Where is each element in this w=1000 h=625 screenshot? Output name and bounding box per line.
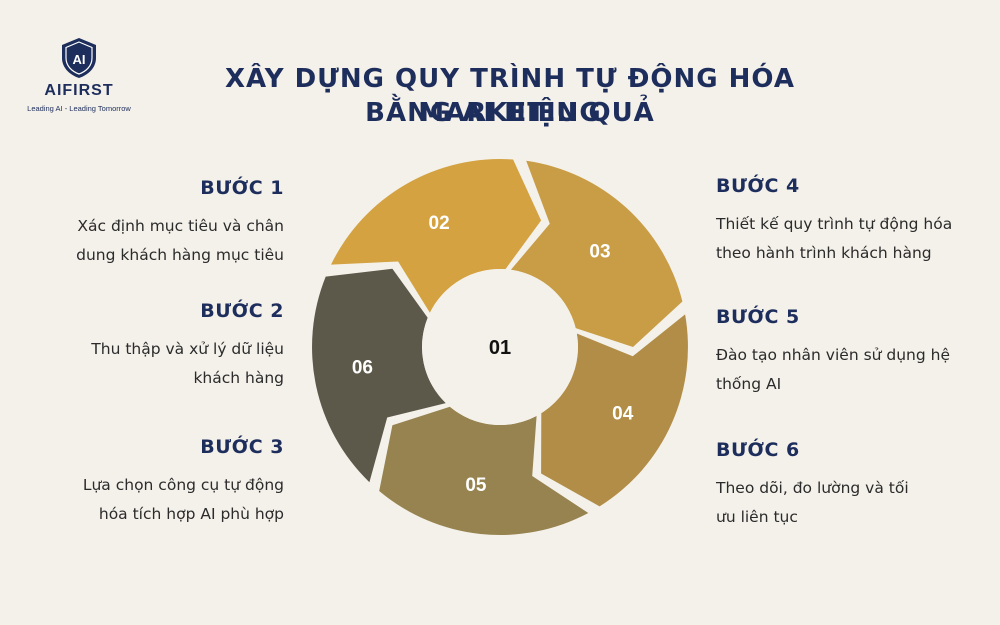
step-4: BƯỚC 4 Thiết kế quy trình tự động hóa th… xyxy=(716,174,986,268)
cycle-segment-04 xyxy=(541,314,688,507)
step-1-description: Xác định mục tiêu và chân dung khách hàn… xyxy=(14,212,284,270)
step-5: BƯỚC 5 Đào tạo nhân viên sử dụng hệ thốn… xyxy=(716,305,986,399)
cycle-segment-label-04: 04 xyxy=(612,403,634,424)
page-title-line-1: XÂY DỰNG QUY TRÌNH TỰ ĐỘNG HÓA MARKETING xyxy=(225,64,795,128)
logo-mark-text: AI xyxy=(73,52,86,67)
step-5-line-1: Đào tạo nhân viên sử dụng hệ xyxy=(716,346,951,364)
step-2: BƯỚC 2 Thu thập và xử lý dữ liệu khách h… xyxy=(14,299,284,393)
cycle-segment-label-03: 03 xyxy=(589,241,610,262)
step-2-description: Thu thập và xử lý dữ liệu khách hàng xyxy=(14,335,284,393)
step-5-line-2: thống AI xyxy=(716,375,782,393)
step-1-line-1: Xác định mục tiêu và chân xyxy=(77,217,284,235)
step-4-line-2: theo hành trình khách hàng xyxy=(716,244,932,262)
step-1: BƯỚC 1 Xác định mục tiêu và chân dung kh… xyxy=(14,176,284,270)
cycle-segment-label-06: 06 xyxy=(352,357,373,378)
step-1-line-2: dung khách hàng mục tiêu xyxy=(76,246,284,264)
cycle-segment-label-05: 05 xyxy=(465,475,487,496)
step-4-description: Thiết kế quy trình tự động hóa theo hành… xyxy=(716,210,986,268)
step-3-line-2: hóa tích hợp AI phù hợp xyxy=(98,505,284,523)
step-5-title: BƯỚC 5 xyxy=(716,306,800,328)
cycle-segments: 02 03 04 05 06 xyxy=(312,159,688,535)
step-3-line-1: Lựa chọn công cụ tự động xyxy=(82,476,284,494)
cycle-center-label: 01 xyxy=(489,337,511,359)
step-6-line-1: Theo dõi, đo lường và tối xyxy=(716,479,909,497)
step-3-title: BƯỚC 3 xyxy=(200,436,284,458)
cycle-segment-label-02: 02 xyxy=(429,213,450,234)
cycle-segment-06 xyxy=(312,268,446,483)
step-6: BƯỚC 6 Theo dõi, đo lường và tối ưu liên… xyxy=(716,438,986,532)
brand-tagline: Leading AI - Leading Tomorrow xyxy=(27,104,131,113)
step-6-line-2: ưu liên tục xyxy=(716,508,798,526)
step-2-title: BƯỚC 2 xyxy=(200,300,284,322)
cycle-segment-03 xyxy=(510,160,683,347)
step-3-description: Lựa chọn công cụ tự động hóa tích hợp AI… xyxy=(14,471,284,529)
step-2-line-2: khách hàng xyxy=(193,369,284,387)
page-title-line-2: BẰNG AI HIỆU QUẢ xyxy=(365,98,655,128)
cycle-segment-02 xyxy=(331,159,542,313)
step-6-description: Theo dõi, đo lường và tối ưu liên tục xyxy=(716,474,986,532)
step-5-description: Đào tạo nhân viên sử dụng hệ thống AI xyxy=(716,341,986,399)
step-4-line-1: Thiết kế quy trình tự động hóa xyxy=(716,215,953,233)
cycle-center xyxy=(422,269,578,425)
step-3: BƯỚC 3 Lựa chọn công cụ tự động hóa tích… xyxy=(14,435,284,529)
brand-name: AIFIRST xyxy=(44,82,114,99)
shield-icon: AI xyxy=(62,38,96,78)
cycle-segment-05 xyxy=(379,406,589,535)
step-1-title: BƯỚC 1 xyxy=(200,177,284,199)
step-4-title: BƯỚC 4 xyxy=(716,175,800,197)
brand-logo: AI AIFIRST Leading AI - Leading Tomorrow xyxy=(14,36,144,113)
step-2-line-1: Thu thập và xử lý dữ liệu xyxy=(91,340,284,358)
step-6-title: BƯỚC 6 xyxy=(716,439,800,461)
